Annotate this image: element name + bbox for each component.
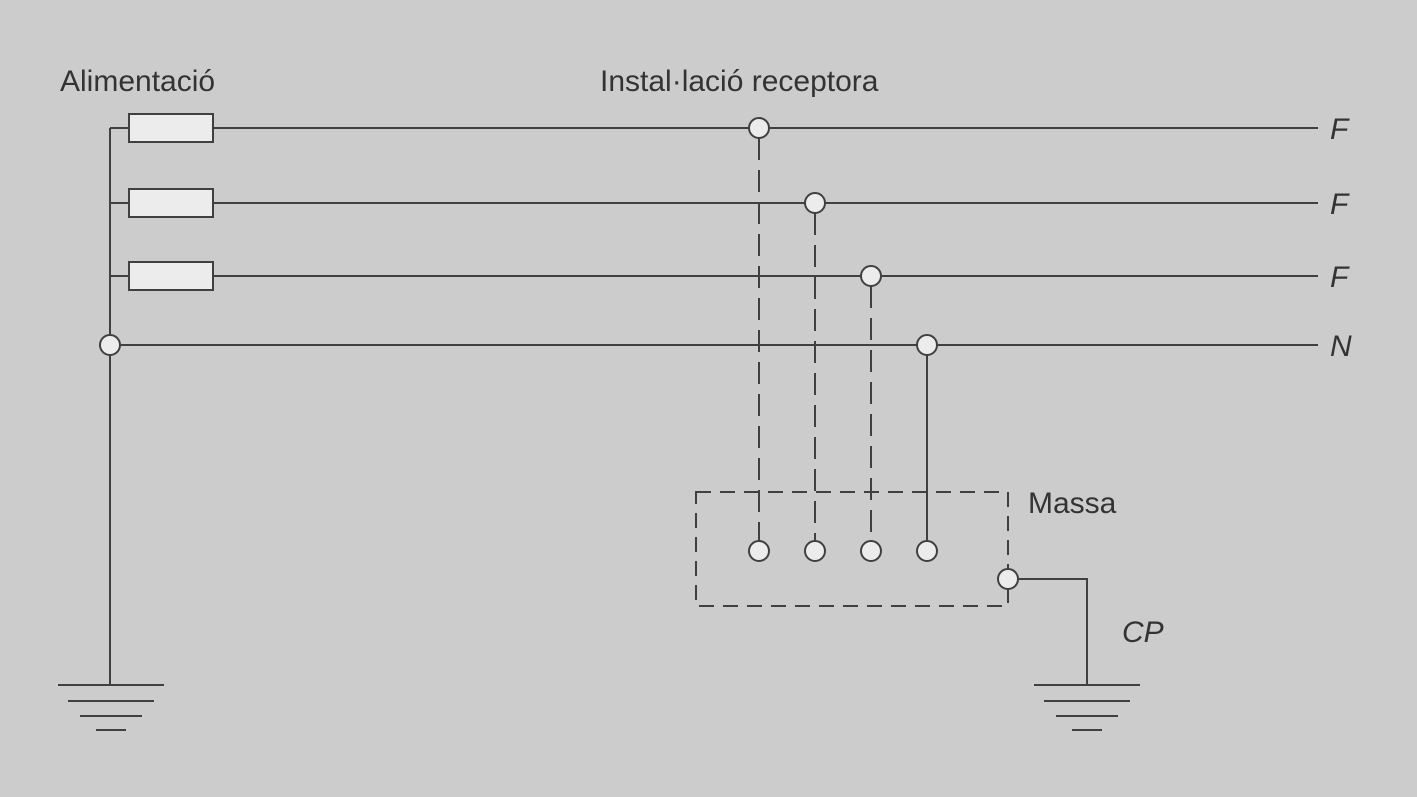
conductor-label-neutral: N (1330, 330, 1352, 363)
installation-label: Instal·lació receptora (600, 65, 879, 98)
mass-terminal-2 (804, 540, 826, 562)
protective-conductor (1018, 578, 1088, 685)
conductor-label-1: F (1330, 113, 1350, 146)
fuse-3 (128, 261, 214, 291)
supply-bus (109, 127, 129, 685)
conductor-label-2: F (1330, 188, 1350, 221)
junction-node-phase-3 (860, 265, 882, 287)
fuse-2 (128, 188, 214, 218)
installation-earth-icon (1034, 684, 1140, 731)
mass-terminal-4 (916, 540, 938, 562)
mass-terminal-1 (748, 540, 770, 562)
supply-earth-icon (58, 684, 164, 731)
supply-label: Alimentació (60, 65, 215, 98)
junction-node-neutral (916, 334, 938, 356)
mass-label: Massa (1028, 487, 1117, 520)
junction-node-phase-2 (804, 192, 826, 214)
junction-node-phase-1 (748, 117, 770, 139)
conductor-label-3: F (1330, 261, 1350, 294)
mass-enclosure (695, 491, 1009, 607)
protective-conductor-label: CP (1122, 616, 1164, 649)
fuse-1 (128, 113, 214, 143)
supply-neutral-node (99, 334, 121, 356)
mass-terminal-3 (860, 540, 882, 562)
mass-earth-terminal (997, 568, 1019, 590)
